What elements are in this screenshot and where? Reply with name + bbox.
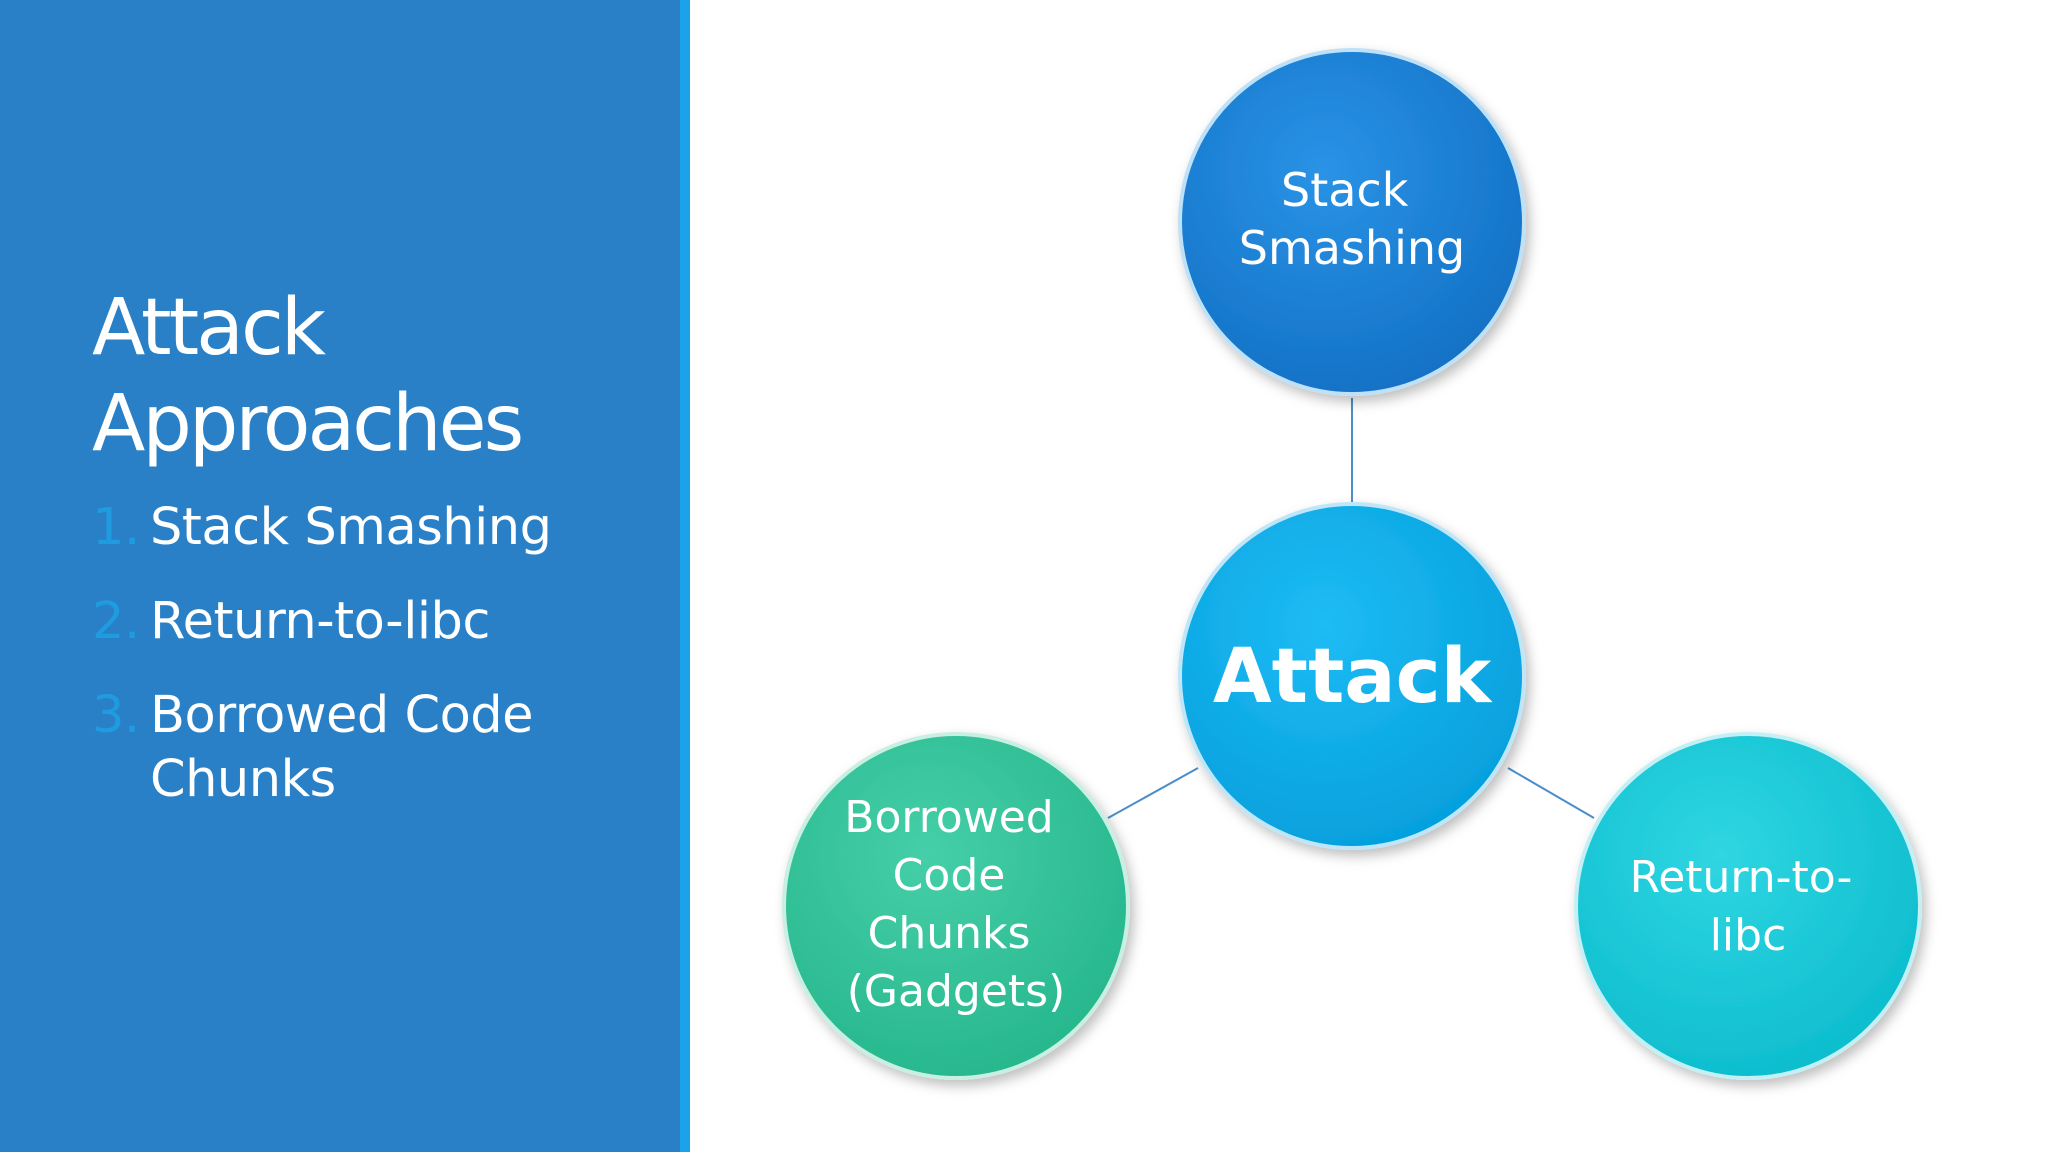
node-borrowed-code-chunks-label: Borrowed Code Chunks (Gadgets) <box>844 792 1067 1017</box>
node-borrowed-code-chunks <box>782 732 1130 1080</box>
list-item-text: Borrowed Code Chunks <box>150 686 534 809</box>
node-attack-label: Attack <box>1213 631 1493 720</box>
connector-left <box>1107 767 1199 819</box>
node-return-to-libc <box>1574 732 1922 1080</box>
list-item: 1. Stack Smashing <box>92 496 652 560</box>
node-stack-smashing-line-1: Stack <box>1281 163 1409 217</box>
node-return-line-2: libc <box>1710 910 1787 961</box>
list-item-text: Return-to-libc <box>150 592 490 651</box>
connector-right <box>1507 767 1595 819</box>
slide-title: Attack Approaches <box>92 280 652 472</box>
list-item-number: 1. <box>92 498 140 557</box>
slide-title-line-2: Approaches <box>92 379 524 469</box>
node-borrowed-line-1: Borrowed <box>844 792 1053 843</box>
panel-accent-stripe <box>680 0 690 1152</box>
node-borrowed-line-4: (Gadgets) <box>847 966 1066 1017</box>
node-attack <box>1178 502 1526 850</box>
node-stack-smashing <box>1178 48 1526 396</box>
node-borrowed-line-3: Chunks <box>868 908 1031 959</box>
node-return-line-1: Return-to- <box>1630 852 1853 903</box>
list-item-number: 3. <box>92 686 140 745</box>
node-stack-smashing-line-2: Smashing <box>1239 221 1465 275</box>
approach-list: 1. Stack Smashing 2. Return-to-libc 3. B… <box>92 496 652 842</box>
node-borrowed-line-2: Code <box>893 850 1006 901</box>
list-item-number: 2. <box>92 592 140 651</box>
list-item: 3. Borrowed Code Chunks <box>92 684 652 812</box>
title-panel: Attack Approaches 1. Stack Smashing 2. R… <box>0 0 680 1152</box>
list-item: 2. Return-to-libc <box>92 590 652 654</box>
list-item-text: Stack Smashing <box>150 498 552 557</box>
node-return-to-libc-label: Return-to- libc <box>1630 852 1867 961</box>
slide-title-line-1: Attack <box>92 283 326 373</box>
node-stack-smashing-label: Stack Smashing <box>1239 163 1465 275</box>
